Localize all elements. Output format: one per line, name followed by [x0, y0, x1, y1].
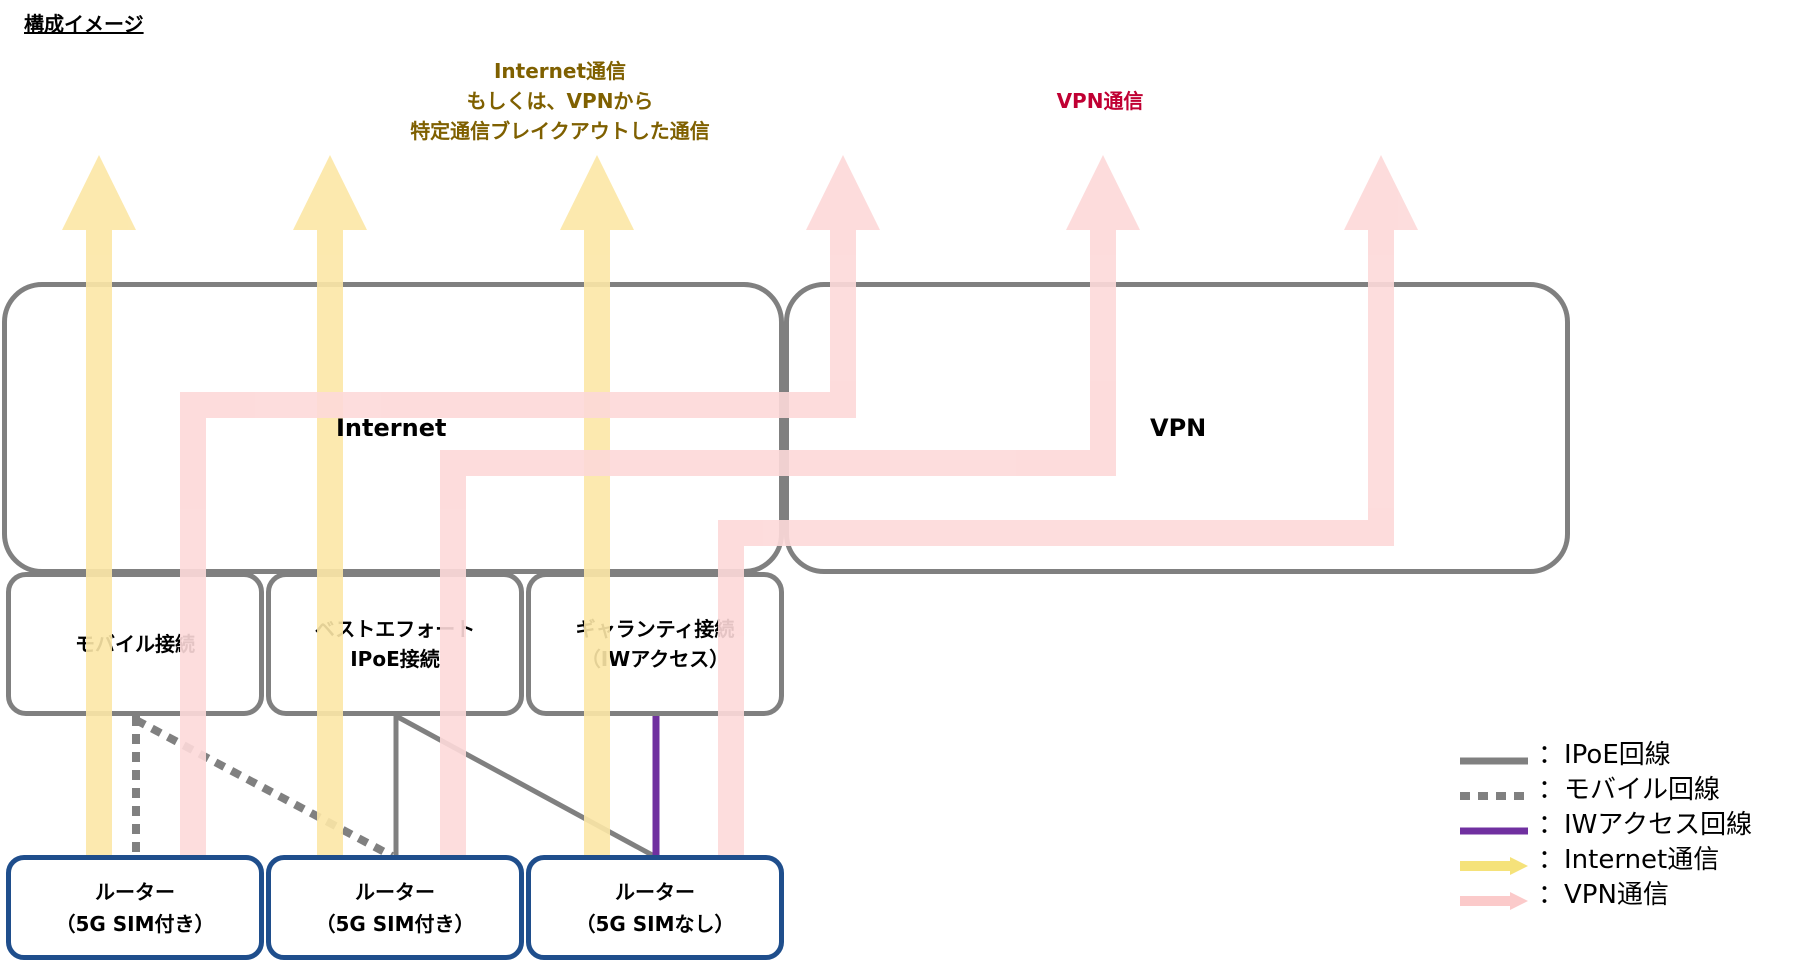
internet-cloud [2, 282, 784, 574]
internet-arrow [584, 222, 610, 856]
internet-flow-label-line: Internet通信 [493, 59, 627, 83]
router-box: ルーター （5G SIMなし） [526, 855, 784, 960]
legend-label: ：VPN通信 [1538, 880, 1669, 910]
vpn-arrow [440, 450, 1116, 476]
connection-label: IPoE接続 [350, 647, 440, 671]
router-label: （5G SIM付き） [55, 911, 215, 936]
vpn-arrow-head [806, 155, 880, 230]
vpn-arrow-head [1344, 155, 1418, 230]
pink-arrow-icon [1460, 886, 1532, 910]
legend-label: ：Internet通信 [1538, 845, 1720, 875]
router-label: （5G SIM付き） [315, 911, 475, 936]
vpn-arrow [830, 222, 856, 418]
vpn-arrow [1368, 222, 1394, 546]
solid-gray-line-icon [1460, 746, 1532, 766]
vpn-arrow [180, 392, 856, 418]
internet-arrow-head [293, 155, 367, 230]
legend: ：IPoE回線 ：モバイル回線 ：IWアクセス回線 ：Internet通信 ：V… [1460, 738, 1752, 913]
internet-flow-label-line: 特定通信ブレイクアウトした通信 [410, 119, 710, 143]
vpn-arrow [718, 520, 1394, 546]
internet-cloud-label: Internet [336, 414, 447, 442]
vpn-arrow [180, 392, 206, 856]
best-effort-connection-box: ベストエフォート IPoE接続 [266, 572, 524, 716]
legend-item: ：IPoE回線 [1460, 738, 1752, 773]
internet-arrow-head [62, 155, 136, 230]
router-box: ルーター （5G SIM付き） [6, 855, 264, 960]
router-label: ルーター [354, 879, 435, 904]
ipoe-line [394, 713, 656, 859]
solid-purple-line-icon [1460, 816, 1532, 836]
legend-item: ：Internet通信 [1460, 843, 1752, 878]
vpn-cloud [784, 282, 1570, 574]
legend-item: ：モバイル回線 [1460, 773, 1752, 808]
vpn-arrow [440, 450, 466, 856]
vpn-arrow [1090, 222, 1116, 476]
internet-flow-label-line: もしくは、VPNから [466, 89, 654, 113]
legend-item: ：VPN通信 [1460, 878, 1752, 913]
mobile-line [134, 716, 394, 860]
router-label: ルーター [94, 879, 175, 904]
diagram-title: 構成イメージ [24, 12, 144, 36]
router-label: ルーター [614, 879, 695, 904]
router-label: （5G SIMなし） [575, 911, 735, 936]
vpn-arrow [718, 520, 744, 856]
internet-flow-label: Internet通信 もしくは、VPNから 特定通信ブレイクアウトした通信 [390, 56, 730, 146]
legend-item: ：IWアクセス回線 [1460, 808, 1752, 843]
dotted-gray-line-icon [1460, 781, 1532, 801]
vpn-arrow-head [1066, 155, 1140, 230]
yellow-arrow-icon [1460, 851, 1532, 875]
router-box: ルーター （5G SIM付き） [266, 855, 524, 960]
internet-arrow [317, 222, 343, 856]
legend-label: ：IWアクセス回線 [1538, 810, 1753, 840]
vpn-flow-label: VPN通信 [1056, 89, 1144, 113]
vpn-cloud-label: VPN [1150, 414, 1207, 442]
legend-label: ：モバイル回線 [1538, 775, 1721, 805]
internet-arrow-head [560, 155, 634, 230]
legend-label: ：IPoE回線 [1538, 740, 1671, 770]
internet-arrow [86, 222, 112, 856]
